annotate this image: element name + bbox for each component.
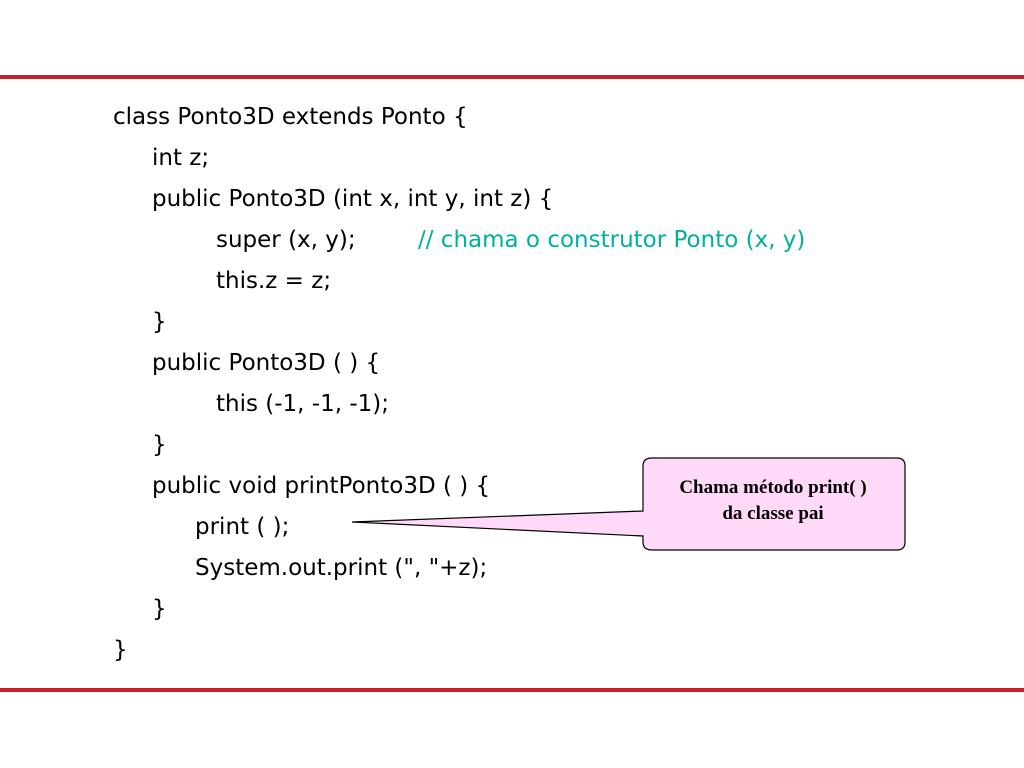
callout-text: Chama método print( ) da classe pai	[641, 475, 905, 527]
callout-line: Chama método print( )	[679, 477, 867, 498]
code-line: }	[152, 596, 167, 622]
code-comment: // chama o construtor Ponto (x, y)	[418, 227, 806, 253]
callout-line: da classe pai	[722, 503, 824, 524]
code-line: }	[113, 637, 128, 663]
code-line: print ( );	[195, 514, 290, 540]
code-line: System.out.print (", "+z);	[195, 555, 488, 581]
code-line: }	[152, 432, 167, 458]
code-line: public void printPonto3D ( ) {	[152, 473, 491, 499]
code-line: class Ponto3D extends Ponto {	[113, 104, 468, 130]
top-divider	[0, 75, 1024, 79]
code-line: public Ponto3D ( ) {	[152, 350, 381, 376]
code-line: public Ponto3D (int x, int y, int z) {	[152, 186, 554, 212]
code-line: this (-1, -1, -1);	[216, 391, 390, 417]
bottom-divider	[0, 688, 1024, 692]
code-line: this.z = z;	[216, 268, 332, 294]
code-line: super (x, y);	[216, 227, 356, 253]
code-line: }	[152, 309, 167, 335]
code-line: int z;	[152, 145, 210, 171]
